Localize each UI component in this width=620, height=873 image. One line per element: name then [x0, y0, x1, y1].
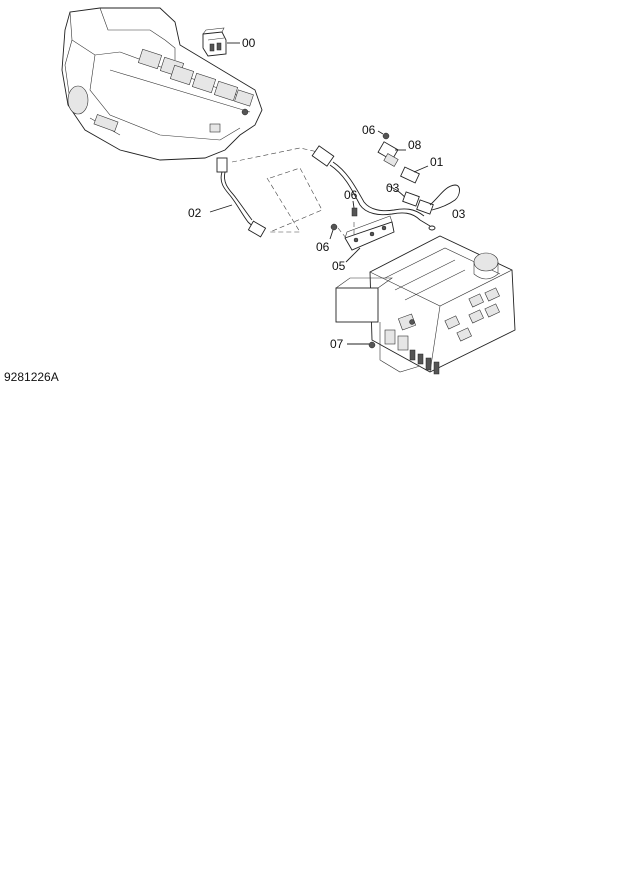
part-label-03-left: 03: [386, 181, 400, 195]
harness-part-01: [311, 145, 460, 231]
switch-part-00: [202, 27, 240, 57]
part-label-06-top: 06: [362, 123, 376, 137]
part-labels: 00 02 06 08 01 03 03 06 06 05 07: [188, 36, 466, 351]
screw-part-06-top: [377, 130, 390, 140]
switch-panel: [137, 48, 254, 133]
part-label-01: 01: [430, 155, 444, 169]
part-label-00: 00: [242, 36, 256, 50]
part-label-03-right: 03: [452, 207, 466, 221]
part-label-06-left: 06: [316, 240, 330, 254]
screw-part-06-left: [329, 223, 338, 240]
reference-dashed-lines: [231, 147, 323, 233]
part-label-05: 05: [332, 259, 346, 273]
controller-unit: [335, 235, 516, 375]
part-label-08: 08: [408, 138, 422, 152]
figure-id: 9281226A: [4, 370, 59, 384]
part-label-07: 07: [330, 337, 344, 351]
screw-part-06-mid: [351, 200, 358, 217]
console-housing: [61, 7, 263, 161]
relay-part-08: [377, 141, 406, 167]
part-label-02: 02: [188, 206, 202, 220]
bracket-part-05: [337, 215, 395, 263]
harness-part-02: [209, 157, 267, 238]
part-label-06-mid: 06: [344, 188, 358, 202]
